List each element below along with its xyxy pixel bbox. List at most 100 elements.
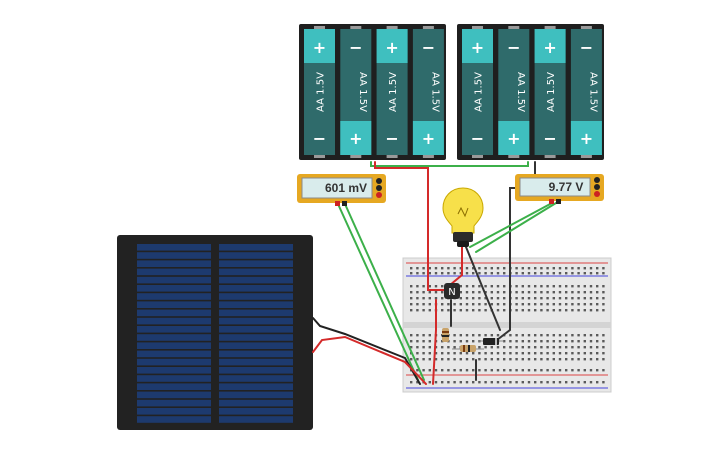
breadboard-hole[interactable]: [490, 272, 493, 275]
breadboard-hole[interactable]: [540, 346, 543, 349]
breadboard-hole[interactable]: [589, 272, 593, 275]
breadboard-hole[interactable]: [496, 346, 500, 349]
breadboard-hole[interactable]: [521, 285, 524, 288]
wire-green-mm-right-probe-2[interactable]: [475, 202, 557, 253]
breadboard-hole[interactable]: [416, 297, 419, 300]
breadboard-hole[interactable]: [428, 340, 431, 343]
breadboard-hole[interactable]: [422, 352, 425, 355]
breadboard-hole[interactable]: [503, 346, 506, 349]
breadboard-hole[interactable]: [478, 291, 481, 294]
breadboard-hole[interactable]: [602, 334, 605, 337]
breadboard-hole[interactable]: [515, 352, 518, 355]
breadboard-hole[interactable]: [546, 358, 549, 361]
breadboard-hole[interactable]: [410, 297, 413, 300]
breadboard-hole[interactable]: [602, 291, 605, 294]
breadboard-hole[interactable]: [602, 309, 605, 312]
breadboard-hole[interactable]: [571, 358, 574, 361]
breadboard-hole[interactable]: [465, 272, 469, 275]
breadboard-hole[interactable]: [478, 352, 481, 355]
breadboard-hole[interactable]: [534, 334, 537, 337]
breadboard-hole[interactable]: [447, 309, 450, 312]
breadboard-hole[interactable]: [465, 358, 469, 361]
breadboard-hole[interactable]: [577, 358, 580, 361]
breadboard-hole[interactable]: [552, 297, 555, 300]
breadboard-hole[interactable]: [596, 309, 599, 312]
breadboard-hole[interactable]: [565, 297, 568, 300]
breadboard-hole[interactable]: [422, 303, 425, 306]
breadboard-hole[interactable]: [540, 285, 543, 288]
breadboard-hole[interactable]: [571, 340, 574, 343]
breadboard-hole[interactable]: [410, 291, 413, 294]
light-bulb[interactable]: [442, 187, 484, 247]
breadboard-hole[interactable]: [496, 381, 500, 384]
multimeter-left-probe-black[interactable]: [342, 201, 347, 206]
breadboard-hole[interactable]: [453, 352, 456, 355]
breadboard-hole[interactable]: [428, 285, 431, 288]
breadboard-hole[interactable]: [410, 381, 413, 384]
breadboard-hole[interactable]: [490, 358, 493, 361]
breadboard-hole[interactable]: [490, 267, 493, 270]
breadboard-hole[interactable]: [472, 267, 475, 270]
transistor[interactable]: N: [444, 283, 460, 299]
breadboard-hole[interactable]: [453, 340, 456, 343]
wire-green-mm-left-probe-1[interactable]: [337, 203, 419, 381]
breadboard-hole[interactable]: [509, 340, 512, 343]
breadboard-hole[interactable]: [521, 291, 524, 294]
breadboard-hole[interactable]: [583, 285, 586, 288]
breadboard-hole[interactable]: [540, 303, 543, 306]
breadboard-hole[interactable]: [422, 309, 425, 312]
breadboard-hole[interactable]: [459, 303, 462, 306]
breadboard-hole[interactable]: [465, 303, 469, 306]
breadboard-hole[interactable]: [596, 272, 599, 275]
breadboard-hole[interactable]: [546, 291, 549, 294]
breadboard-hole[interactable]: [428, 369, 431, 372]
breadboard-hole[interactable]: [540, 297, 543, 300]
multimeter-right-probe-black[interactable]: [556, 199, 561, 204]
breadboard-hole[interactable]: [447, 381, 450, 384]
breadboard-hole[interactable]: [546, 346, 549, 349]
breadboard-hole[interactable]: [527, 334, 531, 337]
breadboard-hole[interactable]: [596, 381, 599, 384]
breadboard-hole[interactable]: [577, 352, 580, 355]
breadboard-hole[interactable]: [558, 285, 562, 288]
breadboard-hole[interactable]: [527, 346, 531, 349]
breadboard-hole[interactable]: [602, 346, 605, 349]
breadboard-hole[interactable]: [596, 358, 599, 361]
breadboard-hole[interactable]: [422, 334, 425, 337]
breadboard-hole[interactable]: [410, 303, 413, 306]
breadboard-hole[interactable]: [416, 334, 419, 337]
breadboard-hole[interactable]: [540, 334, 543, 337]
breadboard-hole[interactable]: [596, 297, 599, 300]
breadboard-hole[interactable]: [515, 340, 518, 343]
breadboard-hole[interactable]: [546, 352, 549, 355]
breadboard-hole[interactable]: [453, 369, 456, 372]
breadboard-hole[interactable]: [478, 358, 481, 361]
breadboard-hole[interactable]: [515, 291, 518, 294]
breadboard-hole[interactable]: [540, 352, 543, 355]
breadboard-hole[interactable]: [472, 285, 475, 288]
breadboard-hole[interactable]: [515, 358, 518, 361]
breadboard-hole[interactable]: [434, 285, 438, 288]
breadboard-hole[interactable]: [503, 303, 506, 306]
battery-right-cell-4[interactable]: −+AA 1.5V: [570, 26, 602, 158]
breadboard-hole[interactable]: [416, 309, 419, 312]
breadboard-hole[interactable]: [428, 291, 431, 294]
breadboard-hole[interactable]: [577, 340, 580, 343]
breadboard-hole[interactable]: [589, 309, 593, 312]
breadboard-hole[interactable]: [583, 334, 586, 337]
breadboard-hole[interactable]: [441, 285, 444, 288]
breadboard-hole[interactable]: [490, 297, 493, 300]
resistor-2[interactable]: [452, 345, 484, 352]
breadboard-hole[interactable]: [558, 340, 562, 343]
breadboard-hole[interactable]: [577, 369, 580, 372]
breadboard-hole[interactable]: [453, 334, 456, 337]
breadboard-hole[interactable]: [552, 340, 555, 343]
breadboard-hole[interactable]: [428, 272, 431, 275]
breadboard-hole[interactable]: [527, 272, 531, 275]
breadboard-hole[interactable]: [527, 340, 531, 343]
wire-green-battery-link[interactable]: [370, 161, 529, 167]
breadboard-hole[interactable]: [490, 291, 493, 294]
breadboard-hole[interactable]: [589, 267, 593, 270]
breadboard-hole[interactable]: [596, 267, 599, 270]
breadboard-hole[interactable]: [577, 303, 580, 306]
